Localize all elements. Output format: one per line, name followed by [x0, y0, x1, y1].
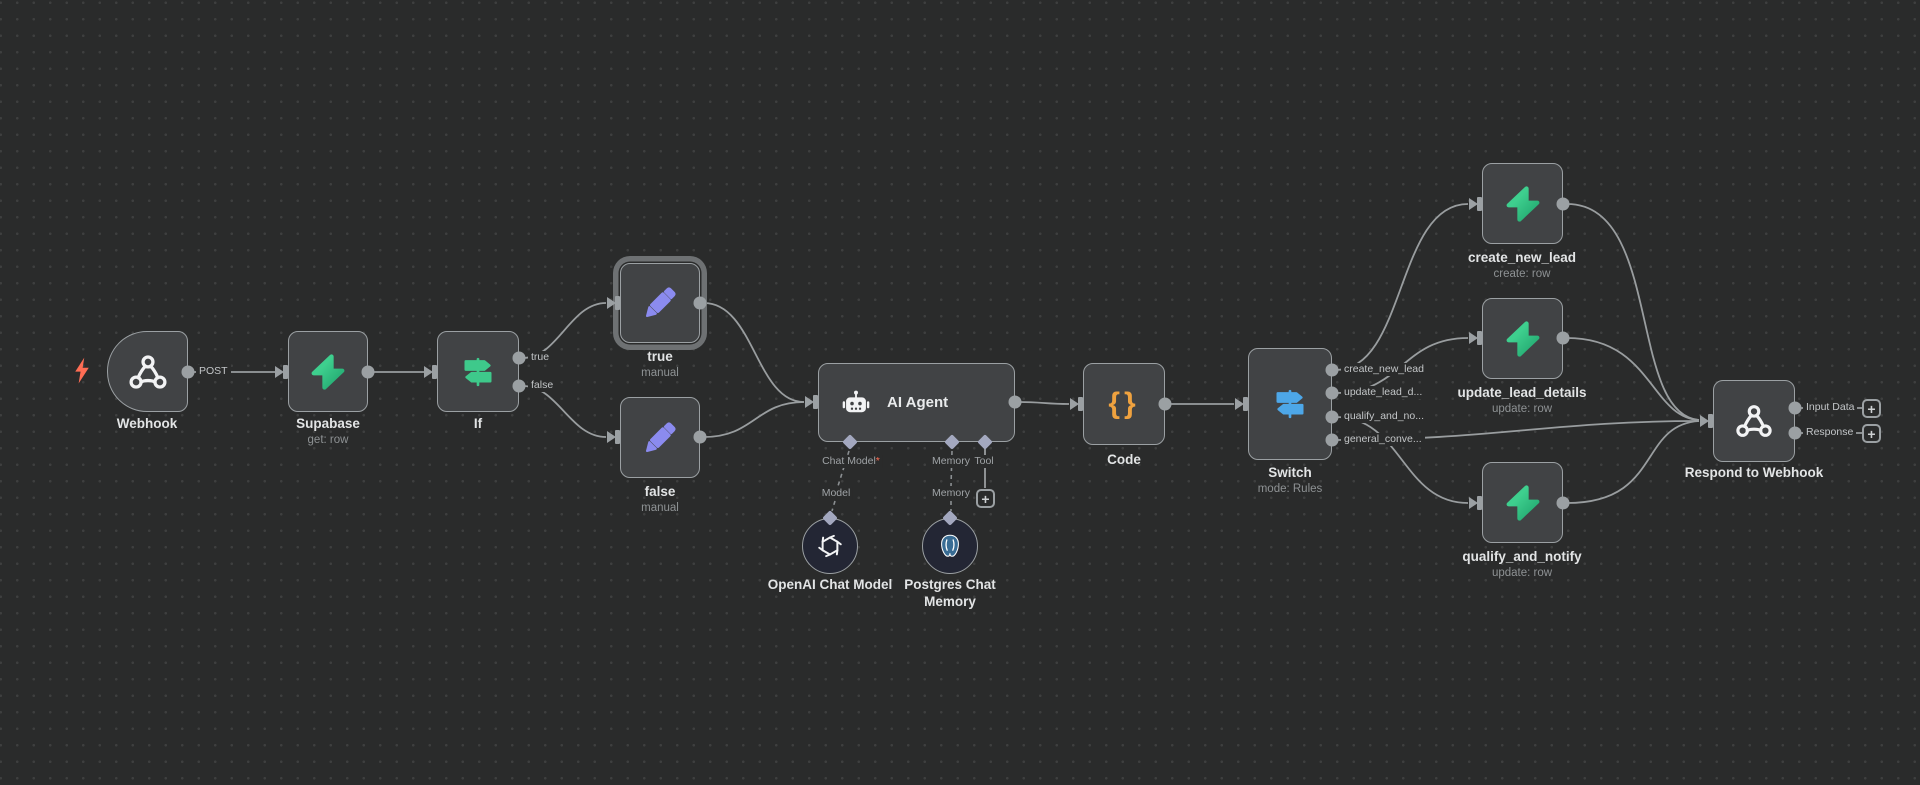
connection-line	[522, 302, 607, 359]
connection-line	[1335, 203, 1469, 371]
ai-model-link-line	[837, 450, 850, 487]
ai-memory-link-line	[950, 450, 953, 487]
connection-line	[1566, 337, 1700, 421]
webhook-output-label: POST	[196, 365, 231, 378]
node-qualify-and-notify[interactable]	[1482, 462, 1563, 543]
switch-output-label-3: general_conve...	[1341, 433, 1425, 446]
respond-output-label-input-data: Input Data	[1803, 401, 1858, 414]
ai-port-label-tool: Tool	[972, 455, 996, 468]
connection-line	[1566, 203, 1700, 421]
node-sublabel-supabase: get: row	[307, 434, 349, 446]
pencil-icon	[646, 421, 676, 452]
connection-line	[1566, 420, 1700, 504]
node-label-openai: OpenAI Chat Model	[767, 577, 893, 592]
code-braces-icon: {}	[1108, 387, 1140, 420]
node-ai-agent[interactable]: AI Agent	[818, 363, 1015, 442]
node-set-false[interactable]	[620, 397, 700, 478]
supabase-icon	[1506, 320, 1539, 357]
node-label-switch: Switch	[1268, 465, 1312, 480]
node-postgres-chat-memory[interactable]	[922, 518, 978, 574]
node-label-if: If	[473, 416, 483, 431]
node-switch[interactable]	[1248, 348, 1332, 460]
respond-output-label-response: Response	[1803, 426, 1857, 439]
node-label-code: Code	[1107, 452, 1141, 467]
node-label-postgres: Postgres Chat Memory	[904, 577, 996, 609]
node-label-set-false: false	[644, 484, 676, 499]
node-sublabel-set-true: manual	[641, 367, 679, 379]
node-sublabel-update-lead-details: update: row	[1491, 403, 1553, 415]
add-tool-button[interactable]: +	[976, 489, 995, 508]
webhook-icon	[128, 354, 167, 389]
ai-port-label-memory: Memory	[930, 455, 972, 468]
node-if[interactable]	[437, 331, 519, 412]
connection-line	[703, 401, 805, 438]
ai-link-label-memory: Memory	[930, 487, 972, 500]
openai-icon	[818, 534, 842, 558]
connection-line	[1018, 401, 1070, 405]
add-input-data-button[interactable]: +	[1862, 399, 1881, 418]
node-code[interactable]: {}	[1083, 363, 1165, 445]
node-label-supabase: Supabase	[296, 416, 360, 431]
add-response-button[interactable]: +	[1862, 424, 1881, 443]
node-sublabel-create-new-lead: create: row	[1493, 268, 1551, 280]
robot-icon	[842, 390, 870, 412]
switch-output-label-1: update_lead_d...	[1341, 386, 1426, 399]
if-icon	[464, 357, 492, 386]
connection-line	[703, 302, 805, 403]
if-output-label-false: false	[528, 379, 557, 392]
webhook-icon	[1736, 405, 1772, 437]
node-label-update-lead-details: update_lead_details	[1457, 385, 1587, 400]
ai-model-link-line	[831, 500, 836, 512]
connection-line	[522, 385, 607, 438]
switch-output-label-0: create_new_lead	[1341, 363, 1427, 376]
node-label-respond: Respond to Webhook	[1684, 465, 1824, 480]
postgres-icon	[941, 534, 959, 557]
supabase-icon	[311, 353, 345, 390]
ai-agent-title: AI Agent	[887, 394, 949, 411]
node-respond-to-webhook[interactable]	[1713, 380, 1795, 462]
supabase-icon	[1506, 185, 1539, 222]
supabase-icon	[1506, 484, 1539, 521]
node-update-lead-details[interactable]	[1482, 298, 1563, 379]
node-label-set-true: true	[647, 349, 673, 364]
node-sublabel-switch: mode: Rules	[1257, 483, 1323, 495]
ai-port-label-chat-model-text: Chat Model	[822, 455, 876, 467]
node-label-webhook: Webhook	[116, 416, 178, 431]
node-sublabel-qualify-and-notify: update: row	[1491, 567, 1553, 579]
pencil-icon	[646, 287, 676, 317]
node-label-create-new-lead: create_new_lead	[1467, 250, 1577, 265]
node-supabase[interactable]	[288, 331, 368, 412]
node-label-qualify-and-notify: qualify_and_notify	[1462, 549, 1582, 564]
node-openai-chat-model[interactable]	[802, 518, 858, 574]
node-create-new-lead[interactable]	[1482, 163, 1563, 244]
if-output-label-true: true	[528, 351, 553, 364]
node-set-true[interactable]	[620, 263, 700, 343]
ai-port-label-chat-model: Chat Model*	[820, 455, 882, 468]
webhook-trigger-icon	[75, 357, 89, 384]
ai-link-label-model: Model	[819, 487, 853, 500]
required-asterisk: *	[875, 455, 880, 467]
node-sublabel-set-false: manual	[641, 502, 679, 514]
node-webhook[interactable]	[107, 331, 188, 412]
connection-line	[1335, 416, 1469, 504]
switch-icon	[1276, 389, 1304, 419]
switch-output-label-2: qualify_and_no...	[1341, 410, 1427, 423]
